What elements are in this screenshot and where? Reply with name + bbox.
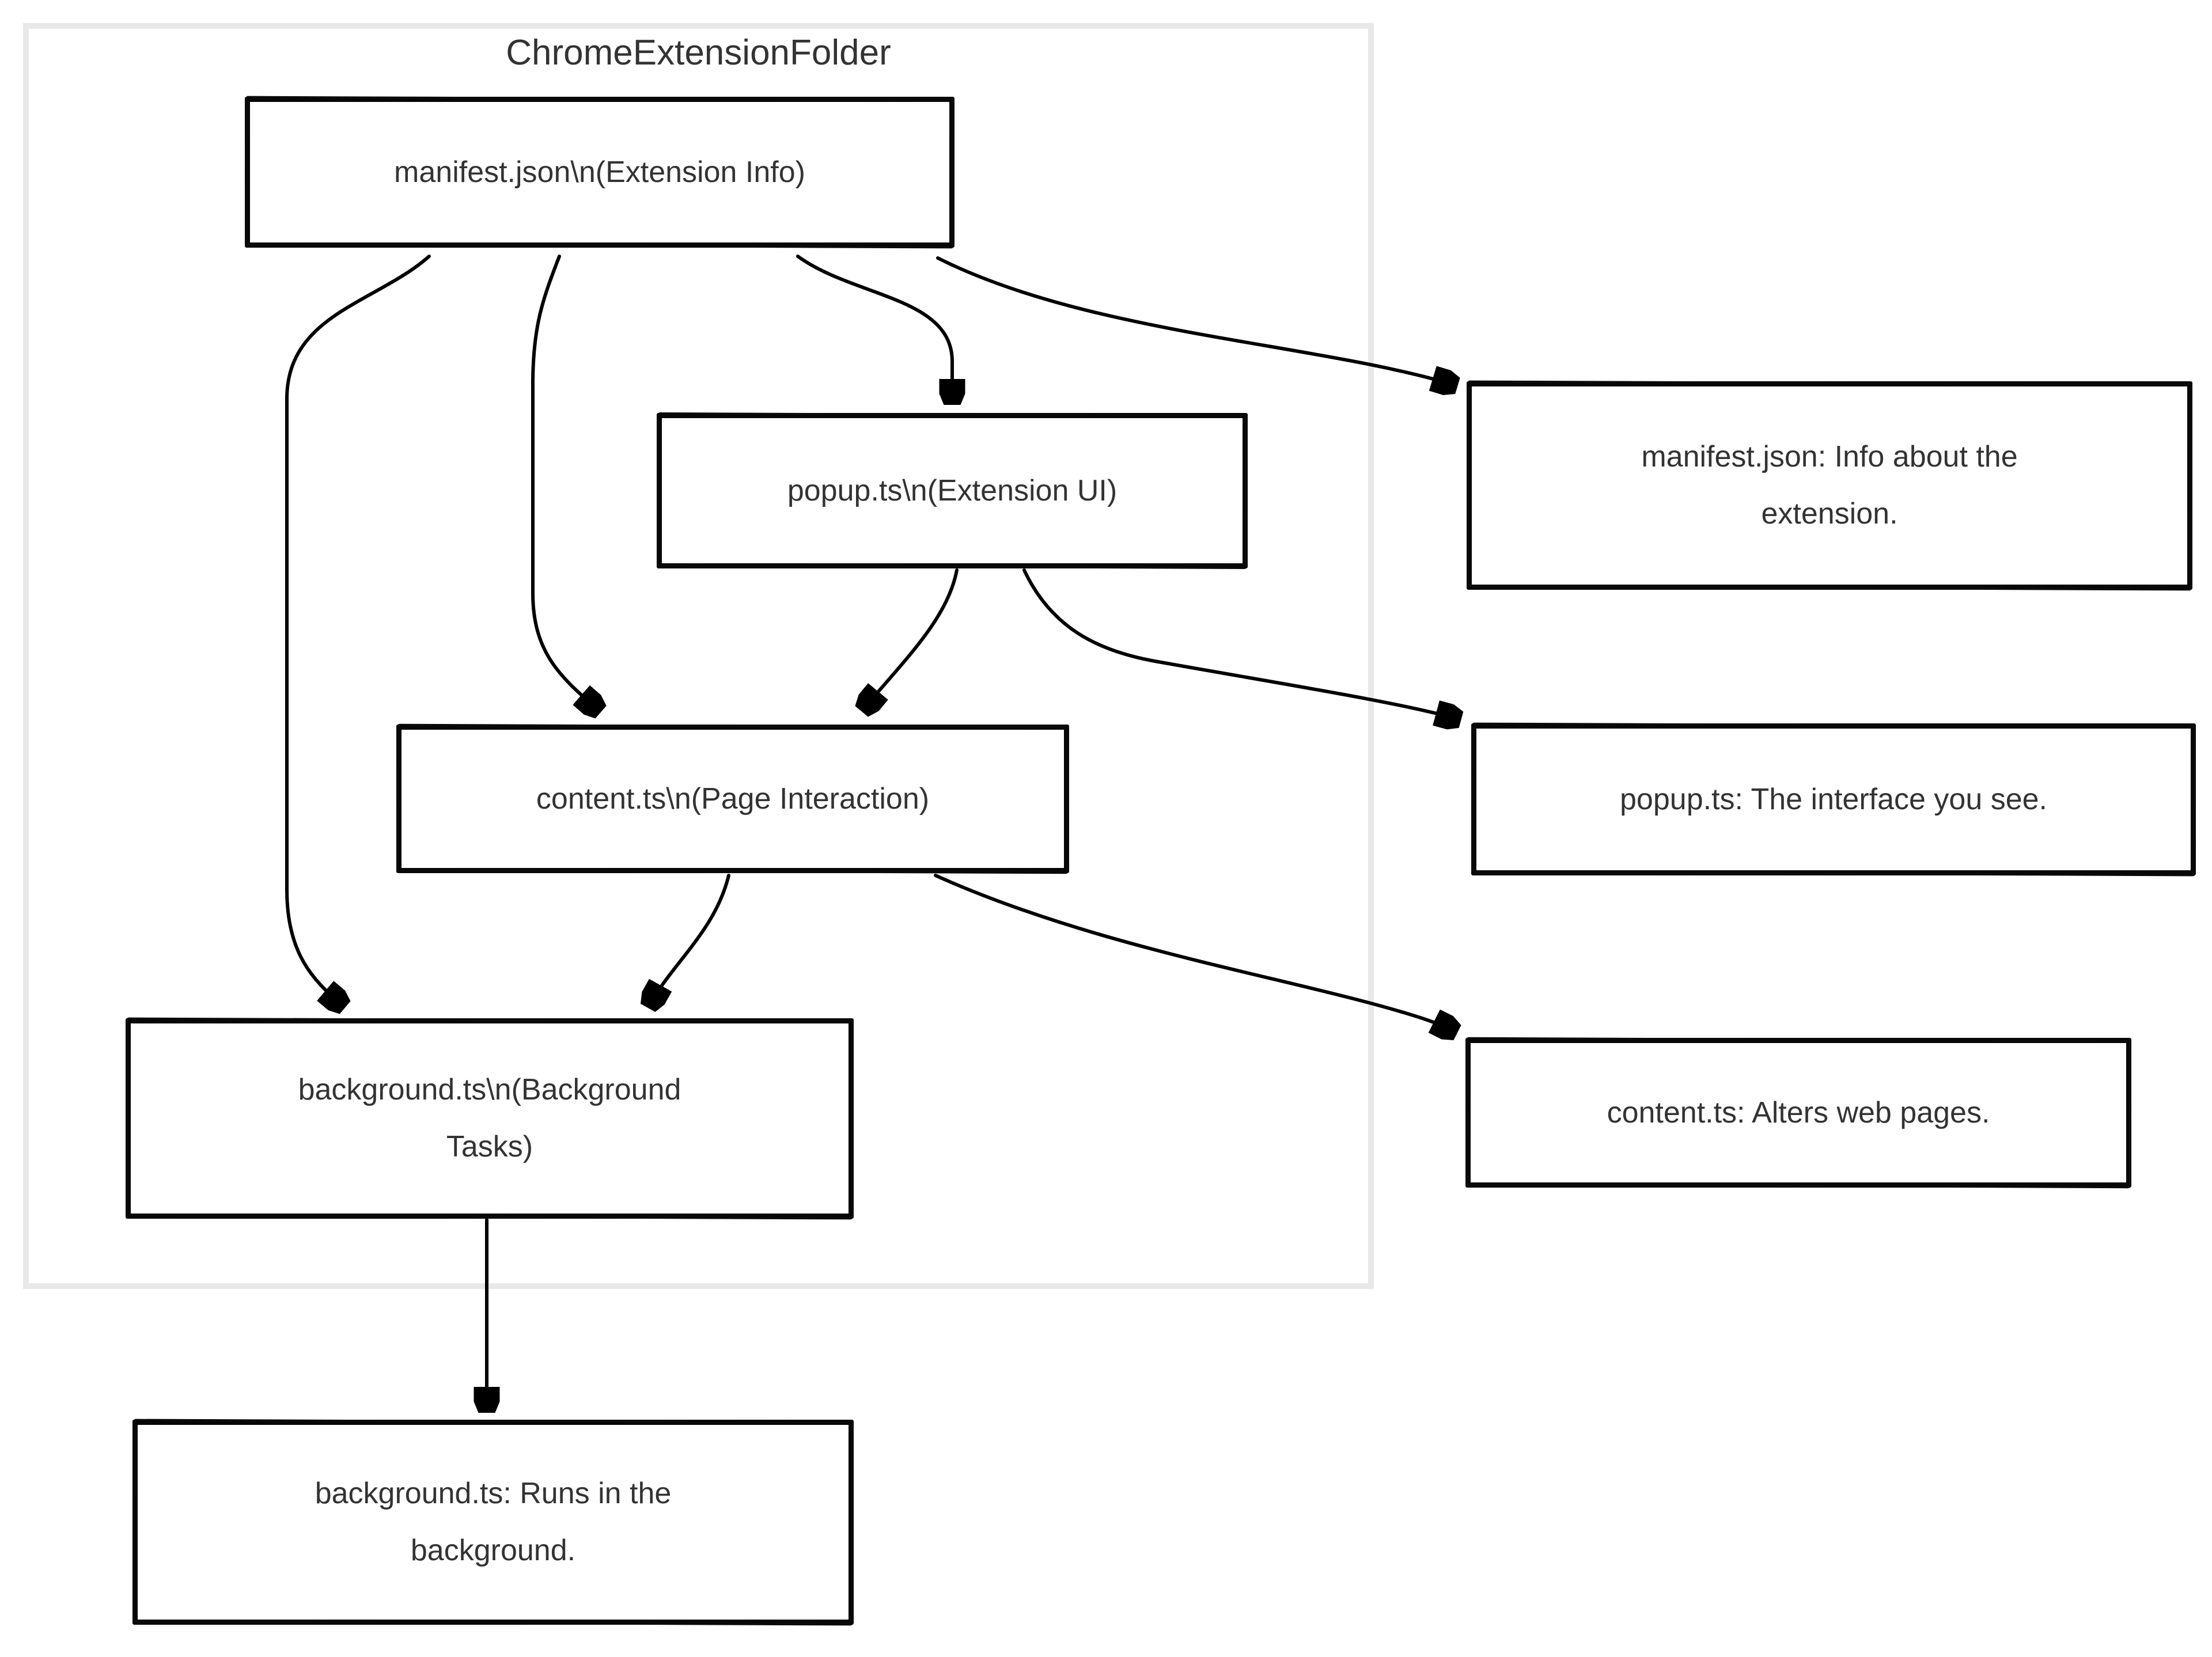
node-content-ts-label: content.ts\n(Page Interaction) xyxy=(536,782,930,816)
node-popup-ts-label: popup.ts\n(Extension UI) xyxy=(787,473,1118,507)
node-popup-info: popup.ts: The interface you see. xyxy=(1471,723,2196,875)
node-manifest-json: manifest.json\n(Extension Info) xyxy=(245,97,955,248)
node-background-ts-label: background.ts\n(Background Tasks) xyxy=(298,1073,681,1163)
node-popup-info-label: popup.ts: The interface you see. xyxy=(1620,782,2047,816)
node-background-ts: background.ts\n(Background Tasks) xyxy=(126,1018,854,1219)
node-manifest-info-label: manifest.json: Info about the extension. xyxy=(1641,440,2018,530)
node-content-ts: content.ts\n(Page Interaction) xyxy=(396,725,1069,873)
node-content-info-label: content.ts: Alters web pages. xyxy=(1607,1095,1990,1129)
node-manifest-info: manifest.json: Info about the extension. xyxy=(1467,381,2192,590)
node-popup-ts: popup.ts\n(Extension UI) xyxy=(657,413,1248,568)
node-content-info: content.ts: Alters web pages. xyxy=(1465,1038,2131,1188)
node-manifest-json-label: manifest.json\n(Extension Info) xyxy=(394,155,805,189)
cluster-title: ChromeExtensionFolder xyxy=(506,33,891,73)
node-background-info: background.ts: Runs in the background. xyxy=(132,1420,854,1625)
node-background-info-label: background.ts: Runs in the background. xyxy=(315,1477,672,1567)
